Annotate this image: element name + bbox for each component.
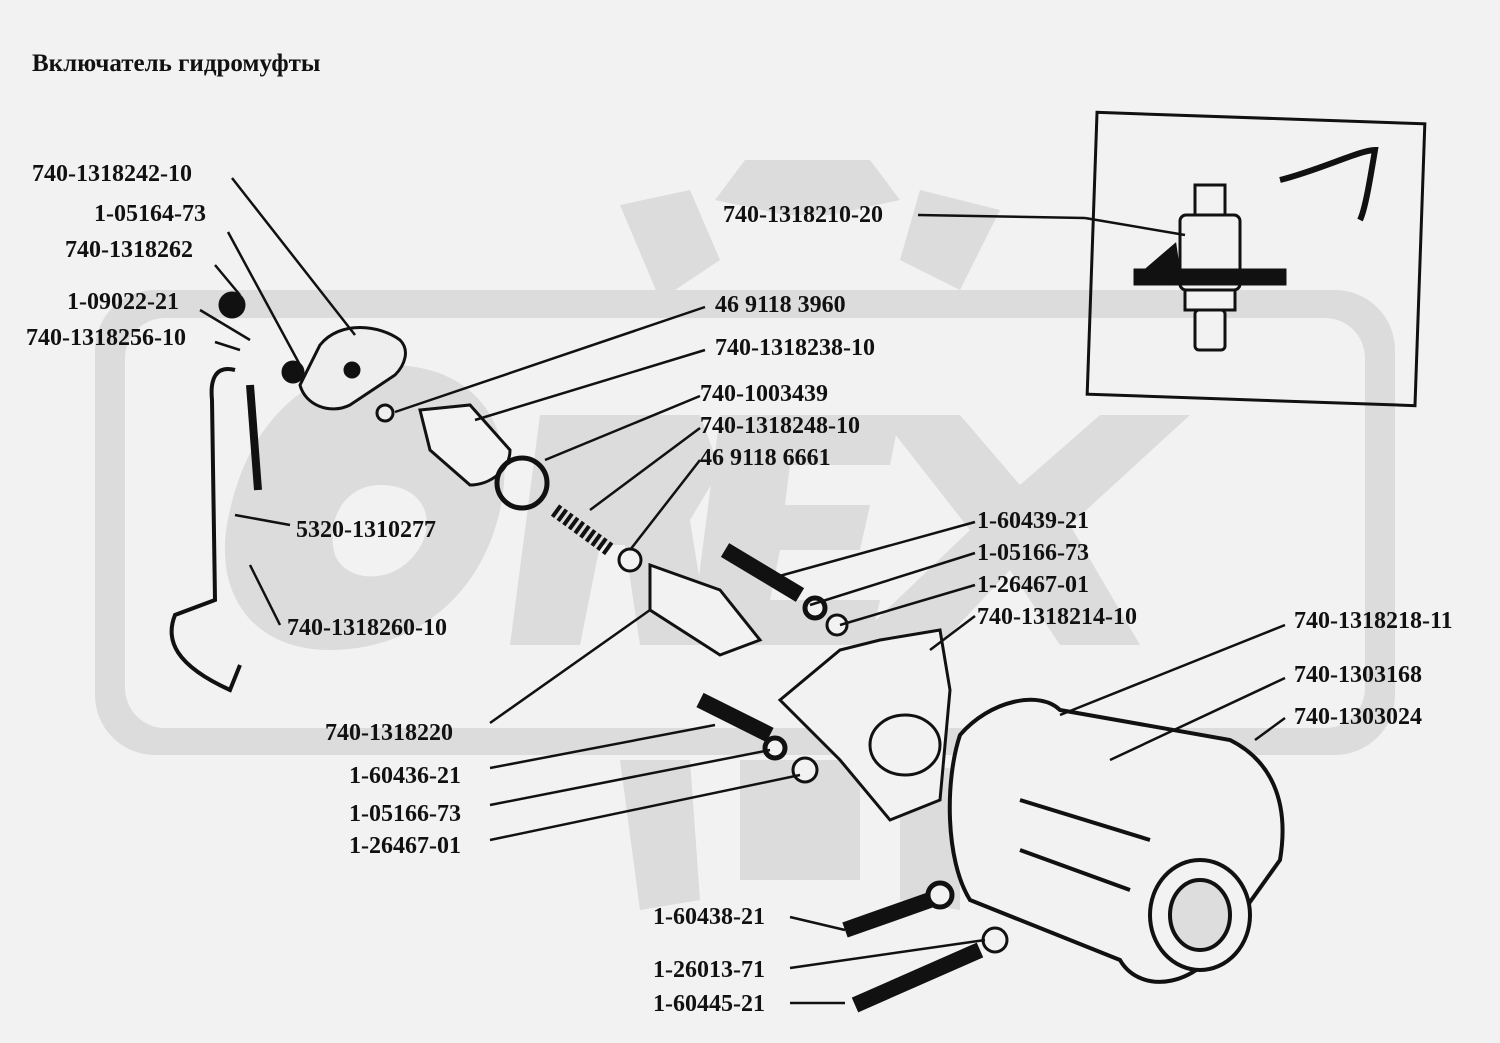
bolts-nuts <box>696 543 1009 1013</box>
part-label: 5320-1310277 <box>296 517 436 543</box>
part-label: 740-1318260-10 <box>287 615 447 641</box>
flange-housing <box>777 628 952 822</box>
part-label: 1-26467-01 <box>977 572 1089 598</box>
part-label: 740-1318220 <box>325 720 453 746</box>
part-label: 1-26013-71 <box>653 957 765 983</box>
part-label: 740-1318238-10 <box>715 335 875 361</box>
part-label: 46 9118 3960 <box>715 292 846 318</box>
part-label: 1-05166-73 <box>977 540 1089 566</box>
part-label: 740-1003439 <box>700 381 828 407</box>
coupling-housing <box>947 697 1285 984</box>
part-label: 1-60439-21 <box>977 508 1089 534</box>
part-label: 740-1303024 <box>1294 704 1422 730</box>
cover-plate <box>218 291 407 423</box>
part-label: 1-60438-21 <box>653 904 765 930</box>
part-label: 740-1318242-10 <box>32 161 192 187</box>
part-label: 740-1318262 <box>65 237 193 263</box>
part-label: 740-1318256-10 <box>26 325 186 351</box>
part-label: 740-1318248-10 <box>700 413 860 439</box>
part-label: 740-1318210-20 <box>723 202 883 228</box>
part-label: 740-1318214-10 <box>977 604 1137 630</box>
part-label: 1-26467-01 <box>349 833 461 859</box>
inset-frame <box>1085 110 1427 408</box>
part-label: 1-60436-21 <box>349 763 461 789</box>
valve-body <box>418 403 763 657</box>
part-label: 46 9118 6661 <box>700 445 831 471</box>
part-label: 740-1303168 <box>1294 662 1422 688</box>
sensor-switch-part <box>1133 146 1379 352</box>
page-title: Включатель гидромуфты <box>32 50 321 77</box>
leader-lines <box>199 177 1286 1005</box>
part-label: 1-60445-21 <box>653 991 765 1017</box>
part-label: 1-09022-21 <box>67 289 179 315</box>
part-label: 1-05164-73 <box>94 201 206 227</box>
part-label: 740-1318218-11 <box>1294 608 1453 634</box>
lever-rod <box>169 367 262 693</box>
part-label: 1-05166-73 <box>349 801 461 827</box>
